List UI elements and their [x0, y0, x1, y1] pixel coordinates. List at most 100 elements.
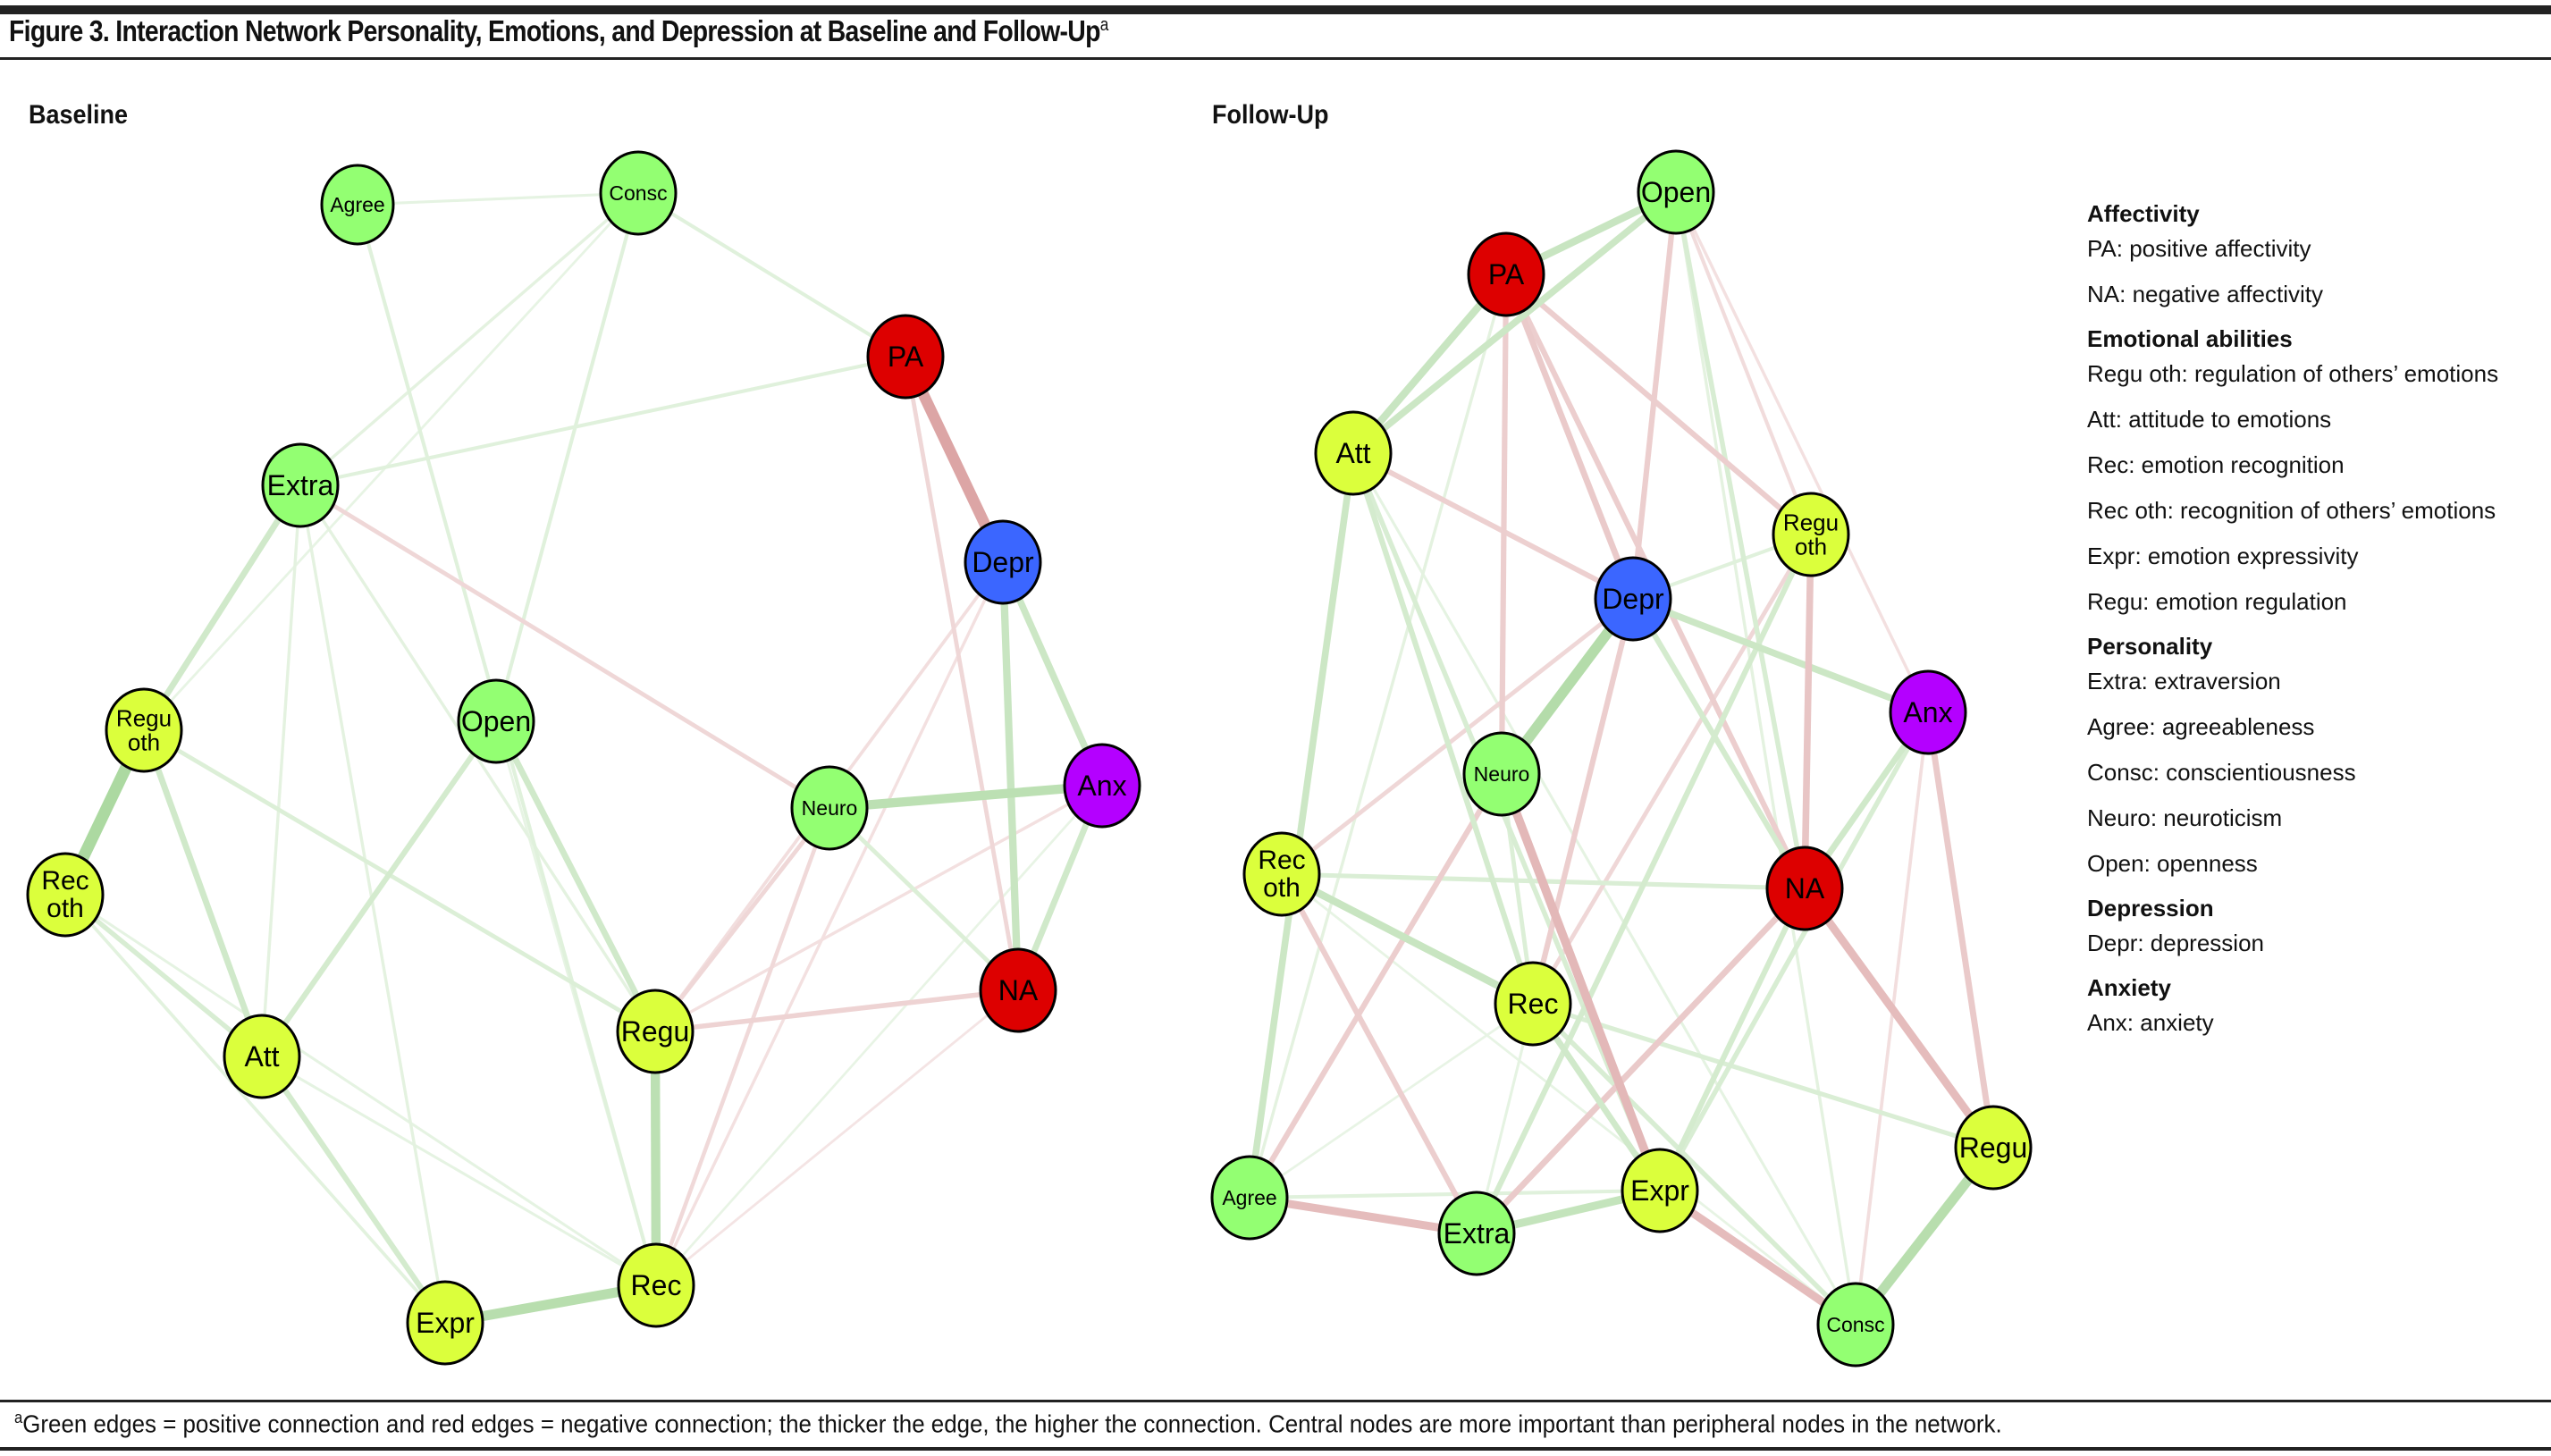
node-circle: [1765, 846, 1844, 931]
node-label: Neuro: [802, 796, 858, 820]
node-label: Consc: [1826, 1313, 1884, 1336]
baseline-edge-pa-na: [903, 356, 1021, 991]
baseline-edge-neuro-rec: [653, 807, 832, 1286]
baseline-edge-consc-pa: [636, 191, 907, 358]
node-circle: [1816, 1282, 1895, 1368]
legend-heading: Personality: [2087, 633, 2213, 660]
baseline-edge-extra-reguoth: [141, 484, 303, 732]
followup-edge-depr-rec: [1529, 598, 1637, 1005]
node-label: oth: [128, 729, 160, 756]
baseline-edge-open-regu: [493, 720, 659, 1033]
baseline-node-extra: Extra: [261, 442, 340, 528]
baseline-node-rec: Rec: [617, 1242, 695, 1328]
followup-edge-att-consc: [1351, 452, 1857, 1326]
followup-edge-na-expr: [1657, 887, 1807, 1192]
node-label: Att: [1335, 437, 1370, 469]
legend-item: Agree: agreeableness: [2087, 713, 2315, 740]
baseline-node-open: Open: [457, 678, 535, 764]
title-rule: [0, 57, 2551, 60]
followup-edge-open-depr: [1629, 191, 1680, 600]
node-circle: [105, 687, 183, 773]
node-circle: [1621, 1148, 1699, 1233]
legend-item: Neuro: neuroticism: [2087, 804, 2283, 831]
followup-edge-agree-rec: [1249, 1002, 1534, 1199]
baseline-edge-depr-rec: [654, 561, 1005, 1286]
node-label: Open: [461, 705, 531, 737]
node-label: oth: [1263, 873, 1301, 903]
followup-node-pa: PA: [1467, 231, 1545, 317]
figure-title-text: Figure 3. Interaction Network Personalit…: [9, 14, 1100, 47]
baseline-edge-depr-na: [998, 561, 1023, 991]
node-circle: [1462, 731, 1541, 817]
node-label: Regu: [1959, 1132, 2028, 1164]
node-circle: [1594, 556, 1672, 642]
baseline-edge-consc-reguoth: [142, 192, 640, 731]
followup-edge-na-regu: [1801, 886, 1997, 1150]
top-rule: [0, 5, 2551, 14]
node-circle: [979, 947, 1057, 1033]
node-label: Depr: [1602, 583, 1664, 615]
followup-edge-open-anx: [1674, 191, 1930, 713]
legend-item: NA: negative affectivity: [2087, 281, 2323, 307]
footnote-bottom-rule: [0, 1447, 2551, 1451]
node-circle: [1063, 743, 1141, 829]
node-label: oth: [1795, 534, 1827, 560]
title-footnote-marker: a: [1099, 15, 1109, 35]
node-circle: [1772, 492, 1850, 577]
baseline-edge-open-att: [259, 720, 499, 1058]
node-circle: [1494, 961, 1572, 1047]
followup-edge-open-reguoth: [1674, 191, 1813, 535]
node-circle: [1954, 1105, 2033, 1191]
node-circle: [599, 150, 678, 236]
node-label: Rec: [1258, 846, 1305, 875]
node-circle: [790, 765, 869, 851]
baseline-edge-consc-extra: [299, 191, 640, 487]
node-label: Rec: [41, 866, 88, 896]
baseline-edge-att-rec: [261, 1055, 657, 1287]
legend-item: Depr: depression: [2087, 930, 2264, 956]
followup-node-open: Open: [1637, 149, 1715, 235]
baseline-edge-att-expr: [259, 1055, 448, 1325]
legend-item: Regu oth: regulation of others’ emotions: [2087, 360, 2499, 387]
baseline-edge-recoth-att: [63, 892, 264, 1059]
followup-edge-reguoth-rec: [1530, 533, 1814, 1006]
baseline-edge-recoth-rec: [64, 893, 657, 1287]
node-label: Expr: [416, 1307, 475, 1339]
followup-node-consc: Consc: [1816, 1282, 1895, 1368]
node-label: Agree: [1222, 1186, 1276, 1209]
node-circle: [1637, 149, 1715, 235]
node-circle: [406, 1280, 484, 1366]
baseline-edge-extra-att: [260, 484, 302, 1057]
followup-edge-pa-reguoth: [1503, 272, 1814, 537]
followup-edge-anx-consc: [1854, 711, 1930, 1326]
followup-edge-recoth-rec: [1280, 871, 1535, 1007]
node-label: Regu: [621, 1015, 690, 1048]
legend-item: Consc: conscientiousness: [2087, 759, 2356, 786]
legend-item: Rec oth: recognition of others’ emotions: [2087, 497, 2496, 524]
followup-node-rec: Rec: [1494, 961, 1572, 1047]
followup-node-expr: Expr: [1621, 1148, 1699, 1233]
followup-edge-recoth-consc: [1281, 872, 1856, 1326]
node-label: Rec: [631, 1269, 682, 1301]
legend-item: Open: openness: [2087, 850, 2258, 877]
followup-edge-att-open: [1351, 189, 1679, 456]
node-label: Anx: [1077, 770, 1126, 802]
baseline-edge-extra-expr: [299, 484, 447, 1324]
baseline-edge-extra-pa: [299, 354, 906, 488]
followup-edge-anx-expr: [1657, 711, 1931, 1192]
baseline-edge-neuro-regu: [653, 806, 831, 1033]
baseline-node-regu: Regu: [616, 989, 695, 1074]
followup-edge-depr-na: [1630, 597, 1807, 890]
baseline-edge-recoth-expr: [63, 893, 447, 1325]
legend-item: Rec: emotion recognition: [2087, 451, 2345, 478]
baseline-edge-reguoth-regu: [142, 728, 657, 1034]
figure-title: Figure 3. Interaction Network Personalit…: [9, 14, 1108, 48]
